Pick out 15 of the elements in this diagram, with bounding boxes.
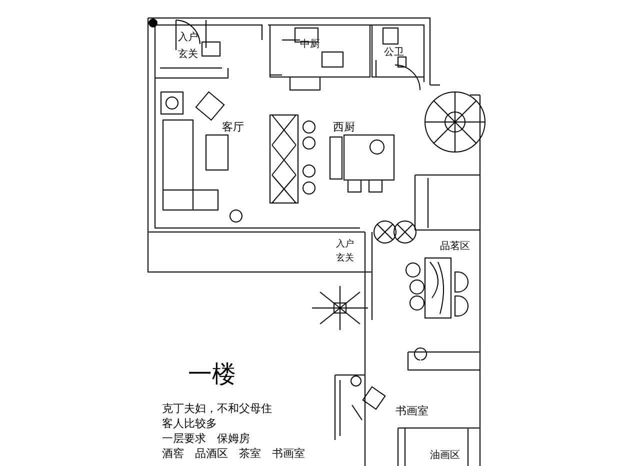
floor-title: 一楼 — [188, 362, 236, 386]
note-text: 酒窖 品酒区 茶室 书画室 — [162, 447, 305, 460]
room-label: 书画室 — [396, 406, 428, 416]
room-label: 玄关 — [178, 50, 198, 60]
room-label: 公卫 — [384, 48, 404, 58]
note-text: 客人比较多 — [162, 417, 217, 430]
room-label: 入户 — [178, 33, 198, 43]
room-label: 玄关 — [336, 254, 354, 264]
note-text: 克丁夫妇，不和父母住 — [162, 402, 272, 416]
note-text: 一层要求 保姆房 — [162, 432, 250, 446]
room-label: 油画区 — [430, 451, 460, 461]
room-label: 客厅 — [222, 122, 244, 132]
room-label: 品茗区 — [440, 242, 470, 252]
room-label: 入户 — [336, 240, 354, 250]
room-label: 西厨 — [333, 122, 355, 132]
